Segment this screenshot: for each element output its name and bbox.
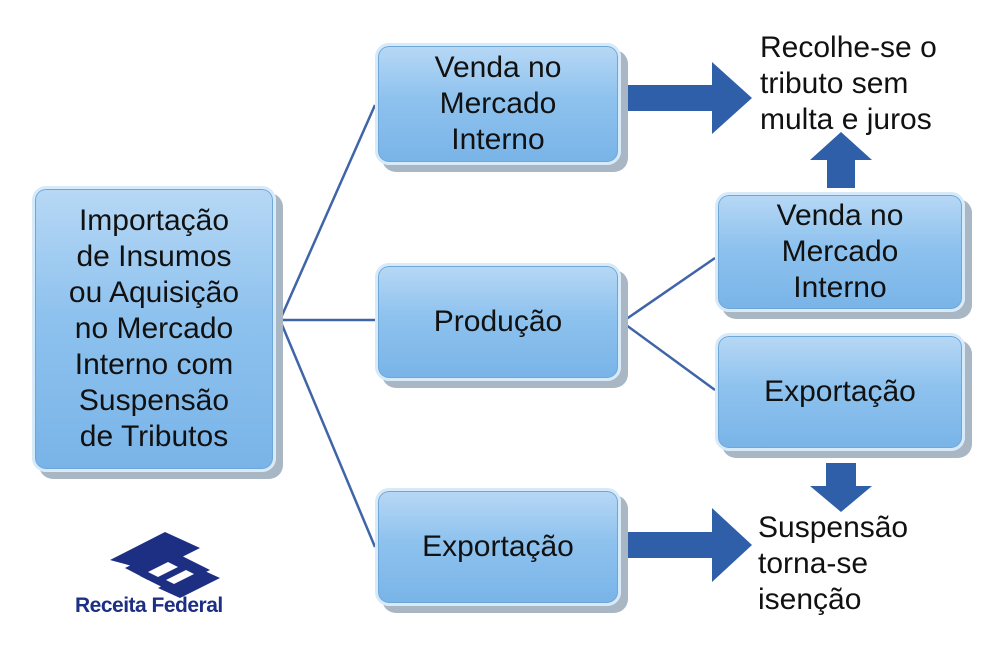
suspensao-outcome-text: Suspensão torna-se isenção — [758, 511, 909, 616]
source-box: Importação de Insumos ou Aquisição no Me… — [32, 186, 276, 472]
venda-mercado-interno-box: Venda no Mercado Interno — [375, 43, 621, 165]
connector-source-exportacao — [278, 319, 377, 548]
arrow-exportacao-to-suspensao — [628, 508, 752, 582]
arrow-venda-to-recolhe — [628, 62, 752, 134]
connector-producao-exportacao — [621, 320, 716, 392]
receita-federal-logo-icon — [110, 532, 220, 598]
producao-box: Produção — [375, 263, 621, 381]
connector-source-venda — [278, 104, 377, 321]
venda-mercado-interno-right-box: Venda no Mercado Interno — [715, 192, 965, 312]
exportacao-box: Exportação — [375, 488, 621, 606]
arrow-exportacao-right-to-suspensao — [810, 463, 872, 512]
recolhe-outcome-text: Recolhe-se o tributo sem multa e juros — [760, 31, 937, 136]
exportacao-right-box: Exportação — [715, 333, 965, 451]
arrow-venda-right-to-recolhe — [810, 132, 872, 188]
logo-text: Receita Federal — [75, 594, 223, 617]
connector-producao-venda — [621, 256, 716, 324]
